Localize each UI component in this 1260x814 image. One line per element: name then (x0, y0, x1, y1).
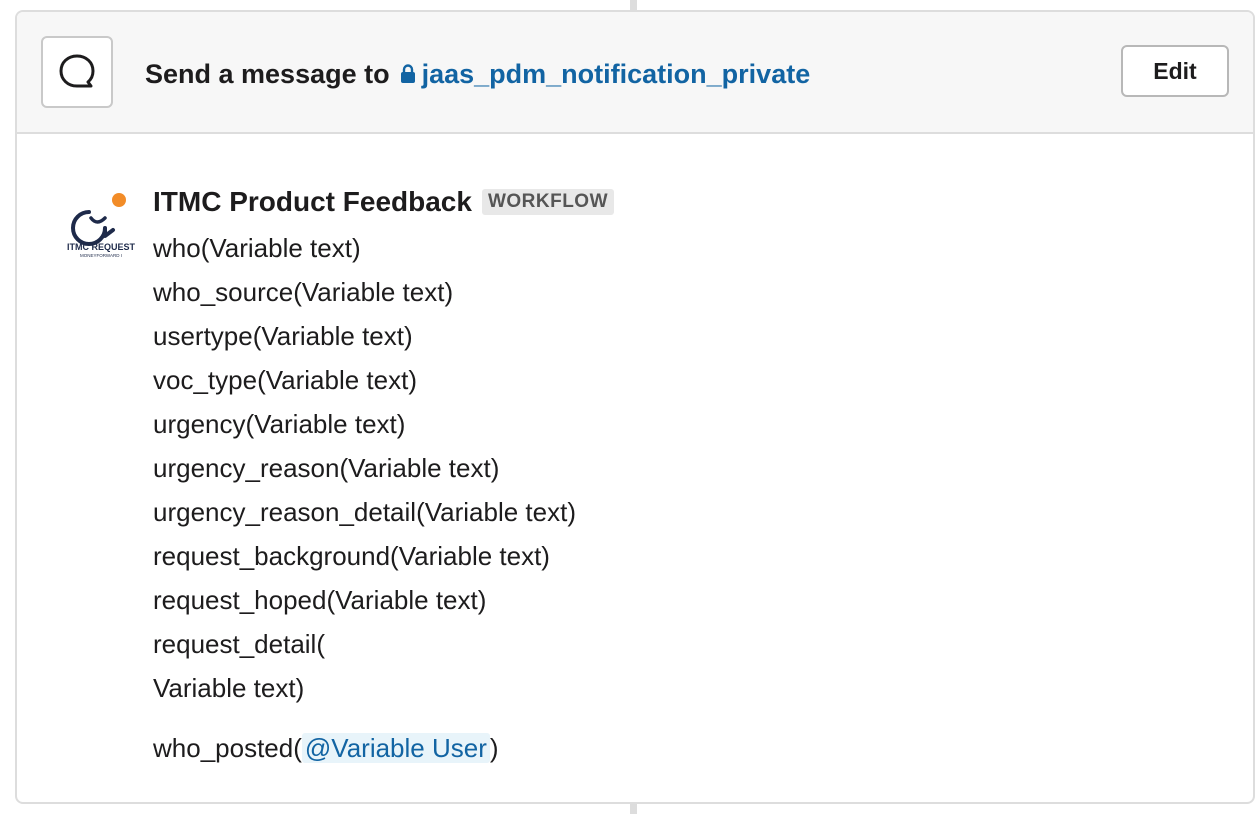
channel-link[interactable]: jaas_pdm_notification_private (421, 59, 811, 89)
message-header: ITMC Product Feedback WORKFLOW (153, 182, 615, 222)
message-line: urgency_reason(Variable text) (153, 453, 500, 483)
message-step-icon-box (41, 36, 113, 108)
who-posted-line: who_posted(@Variable User) (153, 726, 614, 770)
sender-name[interactable]: ITMC Product Feedback (153, 186, 472, 217)
message-line: request_detail( (153, 629, 325, 659)
avatar-text: ITMC REQUEST (67, 242, 136, 252)
avatar-subtext: MONEYFORWARD I (80, 253, 122, 258)
message-line: who(Variable text) (153, 233, 361, 263)
message-line: urgency_reason_detail(Variable text) (153, 497, 576, 527)
edit-button[interactable]: Edit (1121, 45, 1229, 97)
message-lines: who(Variable text) who_source(Variable t… (153, 226, 614, 770)
message-body: ITMC Product Feedback WORKFLOW who(Varia… (153, 182, 615, 770)
step-header: Send a message to jaas_pdm_notification_… (17, 12, 1253, 134)
message-line: request_hoped(Variable text) (153, 585, 487, 615)
who-posted-prefix: who_posted( (153, 733, 302, 763)
message-line: who_source(Variable text) (153, 277, 454, 307)
step-title-prefix: Send a message to (145, 59, 390, 89)
who-posted-suffix: ) (489, 733, 499, 763)
variable-user-mention[interactable]: @Variable User (301, 733, 490, 763)
message-bubble-icon (59, 54, 95, 88)
message-line: usertype(Variable text) (153, 321, 413, 351)
flow-connector-bottom (630, 802, 637, 814)
workflow-badge: WORKFLOW (481, 189, 615, 215)
app-avatar: ITMC REQUEST MONEYFORWARD I (61, 184, 141, 264)
message-line: Variable text) (153, 673, 305, 703)
message-line: voc_type(Variable text) (153, 365, 417, 395)
flow-connector-top (630, 0, 637, 11)
lock-icon (400, 64, 416, 84)
message-line: request_background(Variable text) (153, 541, 550, 571)
step-title: Send a message to jaas_pdm_notification_… (145, 56, 810, 92)
workflow-step-card: Send a message to jaas_pdm_notification_… (15, 10, 1255, 804)
message-line: urgency(Variable text) (153, 409, 406, 439)
